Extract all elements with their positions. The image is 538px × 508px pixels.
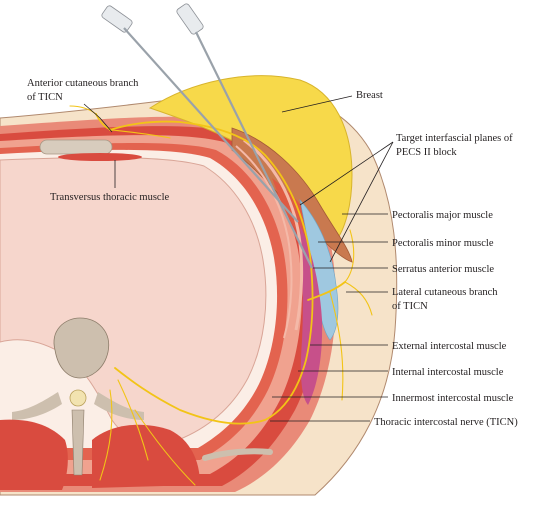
label-anterior-cutaneous-branch: Anterior cutaneous branch [27, 78, 139, 89]
label-lateral-cutaneous-branch: Lateral cutaneous branch [392, 287, 498, 298]
label-breast: Breast [356, 90, 383, 101]
label-thoracic-intercostal-nerve: Thoracic intercostal nerve (TICN) [374, 417, 518, 428]
label-serratus-anterior-muscle: Serratus anterior muscle [392, 264, 494, 275]
label-innermost-intercostal-muscle: Innermost intercostal muscle [392, 393, 514, 404]
sternum [40, 140, 112, 154]
needle-hub [176, 3, 205, 36]
needle-hub [101, 5, 134, 34]
label-pectoralis-minor-muscle: Pectoralis minor muscle [392, 238, 494, 249]
label-lateral-cutaneous-branch: of TICN [392, 301, 428, 312]
label-anterior-cutaneous-branch: of TICN [27, 92, 63, 103]
label-transversus-thoracic-muscle: Transversus thoracic muscle [50, 192, 170, 203]
label-internal-intercostal-muscle: Internal intercostal muscle [392, 367, 504, 378]
label-target-interfascial-planes: PECS II block [396, 147, 457, 158]
label-external-intercostal-muscle: External intercostal muscle [392, 341, 507, 352]
label-target-interfascial-planes: Target interfascial planes of [396, 133, 513, 144]
label-pectoralis-major-muscle: Pectoralis major muscle [392, 210, 493, 221]
transversus-thoracic-muscle [58, 153, 142, 161]
